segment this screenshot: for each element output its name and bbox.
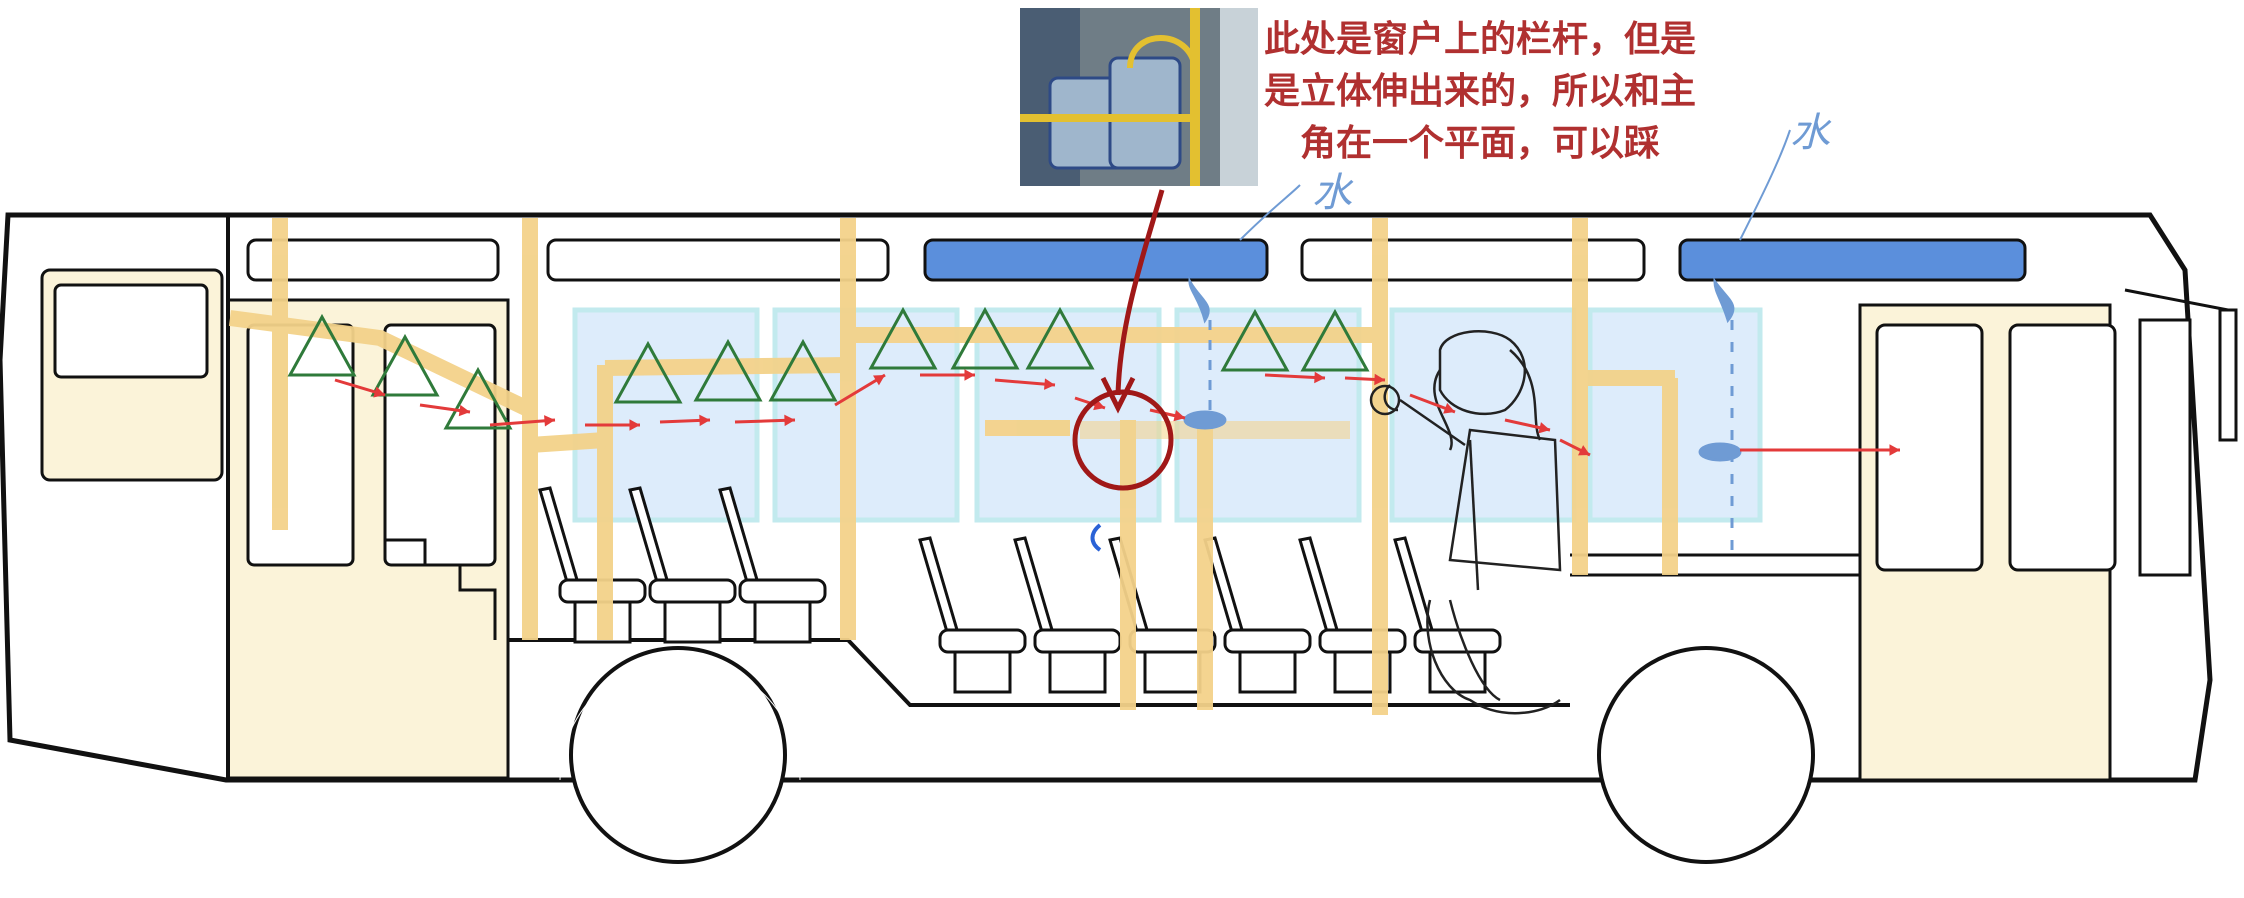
red-arrow-icon [1740, 444, 1900, 456]
character-sketch [1369, 330, 1562, 715]
rail-front [228, 310, 534, 418]
green-triangle-icon [693, 338, 763, 402]
rear-side-window [2138, 318, 2192, 577]
green-triangle-icon [1025, 306, 1095, 370]
annotation-circle [1072, 389, 1174, 491]
seat [1393, 536, 1502, 694]
seats [538, 486, 1502, 694]
water-label-1: 水 [1312, 170, 1352, 216]
character-head [1438, 330, 1527, 416]
green-triangle-icon [613, 340, 683, 404]
reference-photo [1020, 8, 1258, 186]
front-steps [385, 538, 497, 640]
red-arrow-icon [834, 373, 886, 407]
rear-wheel [1597, 646, 1815, 864]
top-window-1 [246, 238, 500, 282]
rail-mid [604, 357, 849, 376]
character-fist [1369, 384, 1401, 416]
rail-lower-front [529, 432, 606, 453]
rear-door-window-1 [1875, 323, 1984, 572]
mirror-arm [2124, 288, 2229, 312]
top-window-3-blue [923, 238, 1269, 282]
front-left-window [53, 283, 209, 379]
red-arrow-icon [419, 403, 471, 417]
green-triangle-icon [287, 313, 357, 377]
water-splash-1 [1183, 410, 1227, 430]
mirror [2218, 308, 2238, 442]
red-arrow-icon [1559, 438, 1591, 457]
green-triangle-icon [443, 366, 513, 430]
character-body [1448, 428, 1562, 572]
annotation-pointer [1115, 189, 1165, 396]
red-arrow-icon [1409, 393, 1456, 414]
red-arrow-icon [1504, 418, 1551, 434]
water-drips [1183, 129, 1791, 560]
water-label-2: 水 [1790, 110, 1830, 156]
green-triangle-icon [1300, 308, 1370, 372]
green-triangle-icon [768, 338, 838, 402]
green-triangle-icon [868, 306, 938, 370]
blue-bracket [1090, 523, 1102, 552]
seat [1013, 536, 1122, 694]
green-triangle-icon [370, 333, 440, 397]
front-wheel [569, 646, 787, 864]
water-drip-1 [1188, 276, 1210, 324]
water-line-1 [1239, 184, 1301, 241]
front-wheel-arch [559, 659, 801, 781]
top-window-5-blue [1678, 238, 2027, 282]
seat [628, 486, 737, 644]
seat [718, 486, 827, 644]
red-arrow-icon [1149, 408, 1186, 422]
top-window-4 [1300, 238, 1646, 282]
water-line-2 [1739, 129, 1791, 241]
green-triangle-icon [1220, 308, 1290, 372]
platform-markers [287, 306, 1370, 430]
red-arrow-icon [994, 378, 1056, 390]
red-arrow-icon [1344, 373, 1386, 386]
red-arrow-icon [334, 378, 386, 398]
red-arrow-icon [585, 419, 640, 431]
character-tie [1468, 439, 1480, 591]
water-splash-2 [1698, 442, 1742, 462]
poles [228, 218, 1678, 715]
rear-door-window-2 [2008, 323, 2117, 572]
red-arrow-icon [734, 414, 796, 427]
red-arrow-icon [659, 414, 711, 427]
annotation-pointer-head [1100, 376, 1136, 414]
top-window-2 [546, 238, 890, 282]
red-arrow-icon [1264, 371, 1326, 384]
red-arrow-icon [920, 369, 975, 381]
front-door-1 [246, 323, 355, 567]
red-arrow-icon [489, 415, 556, 427]
annotation-note: 此处是窗户上的栏杆，但是是立体伸出来的，所以和主角在一个平面，可以踩 [1263, 19, 1696, 164]
seat [918, 536, 1027, 694]
character-hair [1433, 349, 1542, 451]
path-arrows [334, 369, 1900, 457]
water-drip-2 [1713, 277, 1735, 324]
green-triangle-icon [950, 306, 1020, 370]
character-skirt [1426, 599, 1561, 715]
